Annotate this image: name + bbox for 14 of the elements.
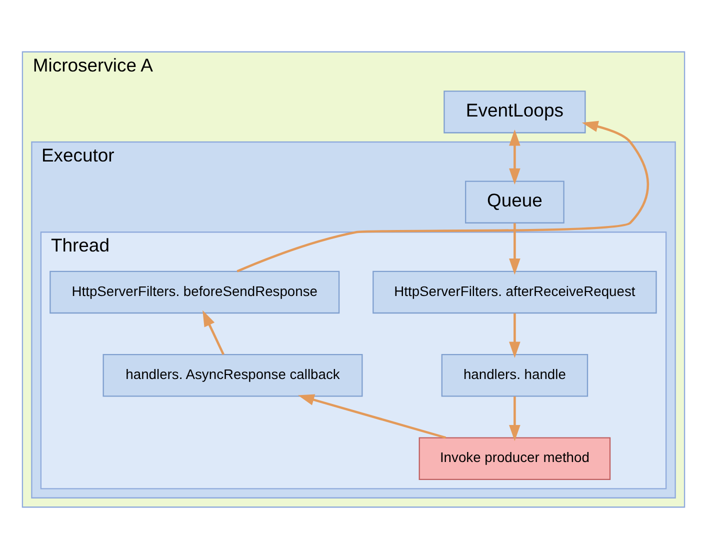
node-box: Queue — [465, 180, 564, 224]
node-box: handlers. handle — [441, 354, 588, 397]
arrow — [236, 120, 650, 272]
node-box: HttpServerFilters. beforeSendResponse — [50, 270, 340, 314]
arrow — [509, 396, 520, 442]
arrow — [509, 313, 520, 358]
arrow — [202, 310, 224, 355]
node-box: EventLoops — [444, 90, 586, 134]
arrow — [509, 130, 520, 185]
node-box: Invoke producer method — [418, 437, 611, 480]
node-box: HttpServerFilters. afterReceiveRequest — [372, 270, 657, 314]
arrow — [509, 223, 520, 275]
node-box: handlers. AsyncResponse callback — [102, 354, 363, 397]
arrow — [298, 394, 446, 439]
